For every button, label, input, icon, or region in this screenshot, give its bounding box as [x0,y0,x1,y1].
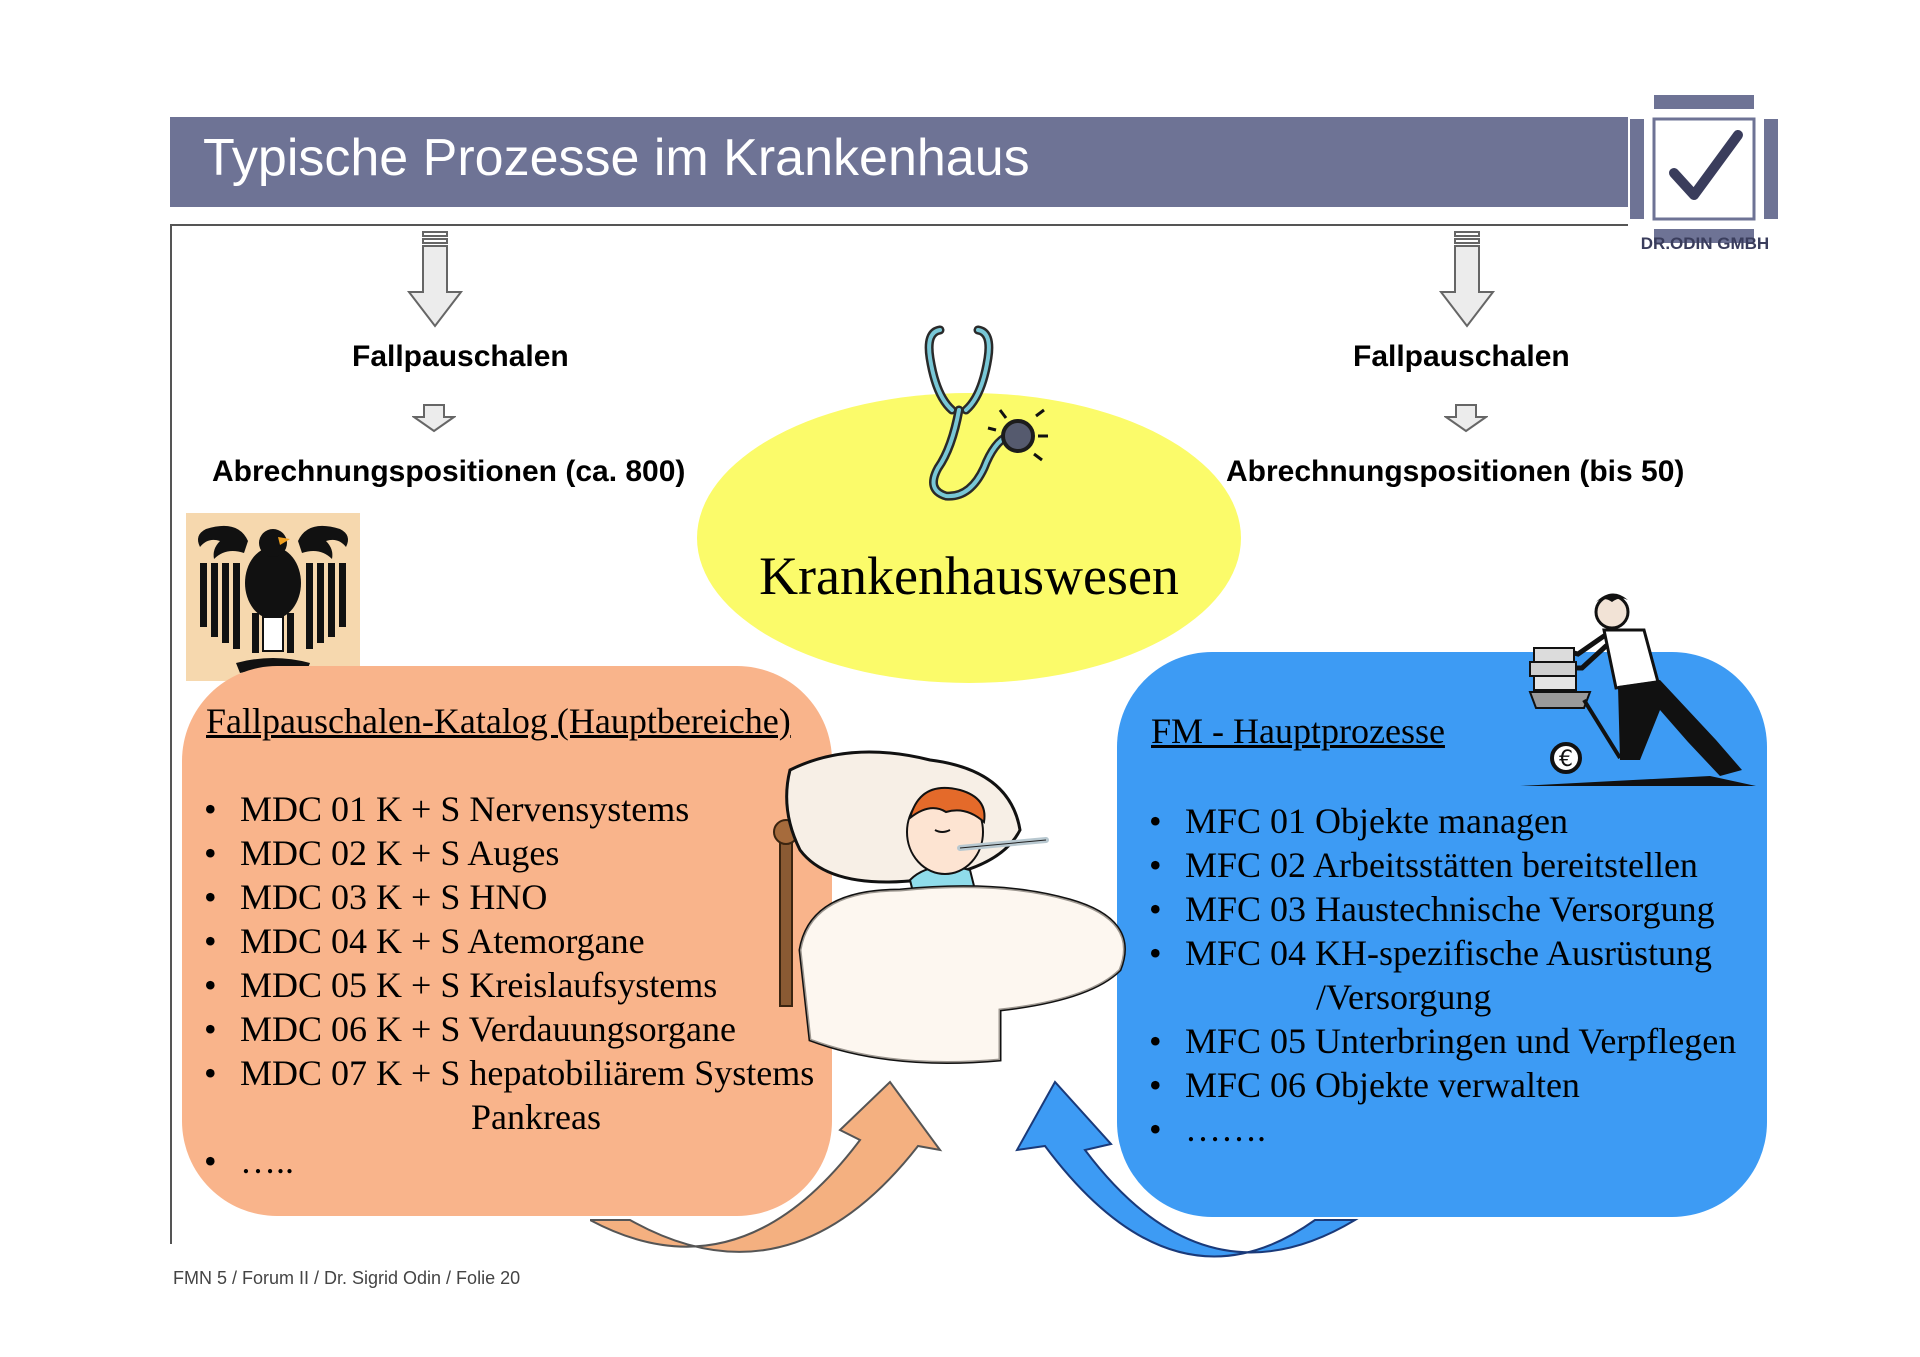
right-box-list: MFC 01 Objekte managen MFC 02 Arbeitsstä… [1149,799,1736,1151]
federal-eagle-icon [186,513,360,681]
list-item: MDC 05 K + S Kreislaufsystems [204,963,814,1007]
company-name: DR.ODIN GMBH [1640,234,1770,253]
down-arrow-icon [1438,231,1496,328]
blue-curved-arrow-icon [1015,1080,1359,1258]
list-item: MDC 02 K + S Auges [204,831,814,875]
list-item: ……. [1149,1107,1736,1151]
frame-left-line [170,224,172,1244]
left-box-list: MDC 01 K + S Nervensystems MDC 02 K + S … [204,787,814,1183]
sick-patient-in-bed-icon [773,750,1126,1064]
small-down-arrow-icon [412,404,456,433]
company-logo [1630,95,1778,243]
list-item: MFC 03 Haustechnische Versorgung [1149,887,1736,931]
left-label-fallpauschalen: Fallpauschalen [352,340,569,373]
list-item: MDC 03 K + S HNO [204,875,814,919]
man-pushing-money-cart-icon: € [1520,593,1756,786]
down-arrow-icon [406,231,464,328]
footer-text: FMN 5 / Forum II / Dr. Sigrid Odin / Fol… [173,1268,521,1288]
checkmark-icon [1669,130,1743,200]
right-box-heading: FM - Hauptprozesse [1151,711,1445,751]
left-box-heading: Fallpauschalen-Katalog (Hauptbereiche) [206,701,791,741]
list-item: MDC 07 K + S hepatobiliärem Systems [204,1051,814,1095]
list-item: MFC 01 Objekte managen [1149,799,1736,843]
list-item: MDC 04 K + S Atemorgane [204,919,814,963]
small-down-arrow-icon [1444,404,1488,433]
right-label-fallpauschalen: Fallpauschalen [1353,340,1570,373]
list-item: MFC 04 KH-spezifische Ausrüstung [1149,931,1736,975]
list-item-continuation: Pankreas [471,1097,601,1137]
list-item: MFC 06 Objekte verwalten [1149,1063,1736,1107]
list-item-continuation: /Versorgung [1316,977,1492,1017]
frame-top-line [170,224,1628,226]
orange-curved-arrow-icon [590,1080,943,1253]
list-item: MDC 06 K + S Verdauungsorgane [204,1007,814,1051]
title-bar [170,117,1628,207]
list-item: MFC 05 Unterbringen und Verpflegen [1149,1019,1736,1063]
svg-text:€: € [1559,747,1573,772]
center-label: Krankenhauswesen [759,546,1179,606]
left-label-abrechnung: Abrechnungspositionen (ca. 800) [212,455,686,488]
page-title: Typische Prozesse im Krankenhaus [203,129,1030,187]
list-item: MFC 02 Arbeitsstätten bereitstellen [1149,843,1736,887]
center-ellipse [697,393,1241,683]
stethoscope-icon [924,325,1048,501]
right-label-abrechnung: Abrechnungspositionen (bis 50) [1226,455,1685,488]
list-item: MDC 01 K + S Nervensystems [204,787,814,831]
list-item: ….. [204,1139,814,1183]
